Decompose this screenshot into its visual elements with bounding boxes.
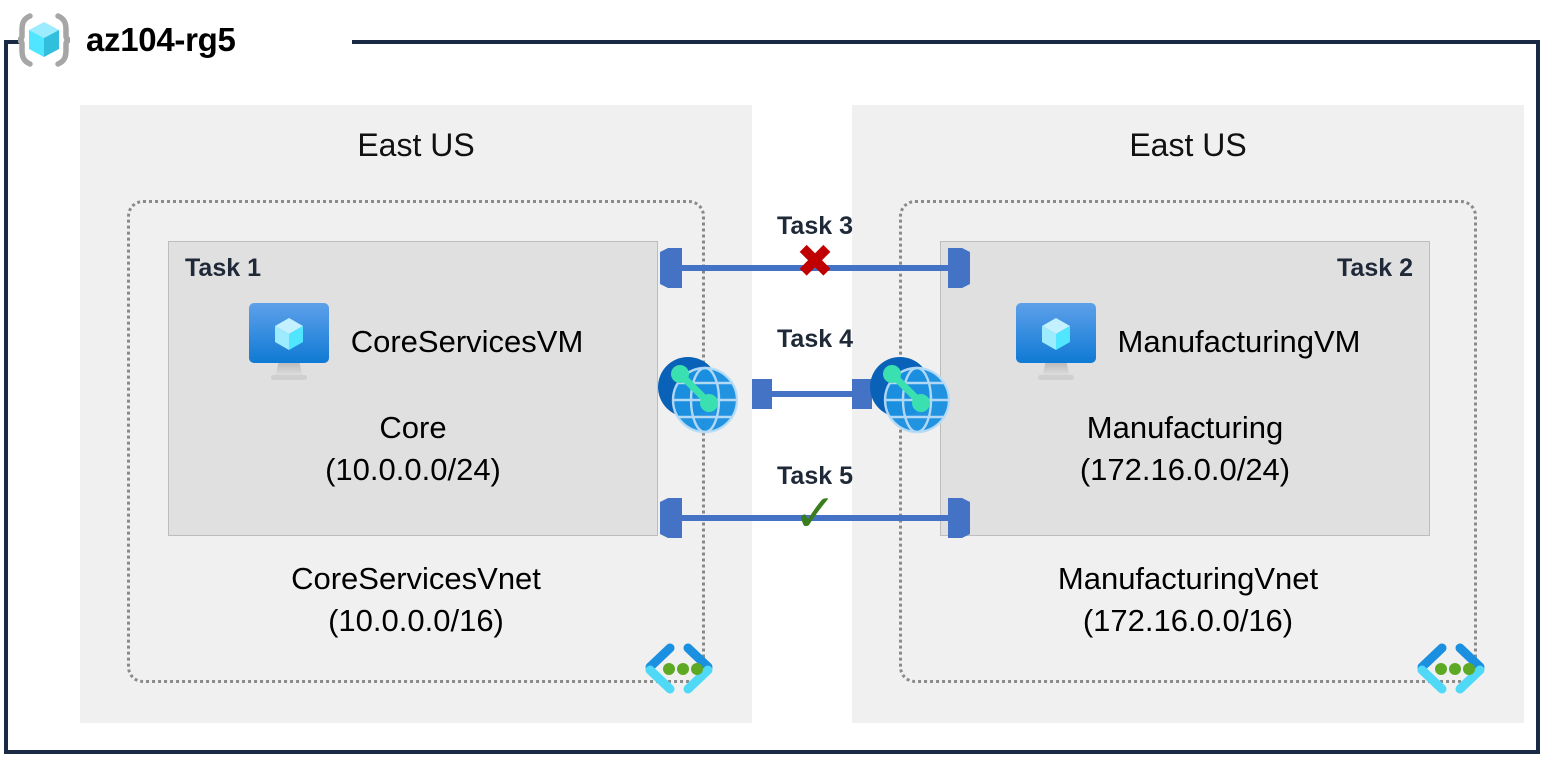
subnet-address-space: (172.16.0.0/24) (1079, 451, 1291, 487)
vnet-name: ManufacturingVnet (1057, 561, 1319, 596)
subnet-label: Manufacturing (172.16.0.0/24) (941, 407, 1429, 491)
virtual-machine-icon (1010, 300, 1102, 384)
red-x-mark: ✖ (795, 235, 835, 287)
task-tag-2: Task 2 (1337, 254, 1413, 282)
vnet-label: CoreServicesVnet (10.0.0.0/16) (130, 558, 702, 642)
region-panel-east-us-left: East US Task 1 (80, 105, 752, 723)
connector-task-3: Task 3 ✖ (660, 212, 970, 302)
subnet-name: Core (379, 410, 447, 445)
connector-task-4: Task 4 (655, 325, 975, 435)
task-tag-1: Task 1 (185, 254, 261, 282)
vnet-peering-icon-right (867, 353, 953, 435)
vnet-coreservicesvnet: Task 1 (127, 200, 713, 694)
double-arrow-task-5 (660, 498, 970, 538)
vnet-peering-icon-left (655, 353, 741, 435)
region-label: East US (1129, 127, 1247, 163)
vnet-manufacturingvnet: Task 2 (899, 200, 1485, 694)
vm-name-label: ManufacturingVM (1117, 324, 1361, 359)
subnet-manufacturing: Task 2 (940, 241, 1430, 536)
frame-header-notch (22, 20, 352, 64)
virtual-network-icon (640, 640, 718, 698)
vnet-address-space: (10.0.0.0/16) (328, 602, 504, 638)
connector-label-task-5: Task 5 (777, 462, 853, 490)
vm-name-label: CoreServicesVM (350, 324, 584, 359)
region-panel-east-us-right: East US Task 2 (852, 105, 1524, 723)
resource-group-header: az104-rg5 (14, 8, 236, 72)
resource-group-icon (14, 10, 74, 70)
vm-row: CoreServicesVM (169, 300, 657, 384)
resource-group-frame (4, 40, 1540, 754)
connector-task-5: Task 5 ✓ (660, 462, 970, 557)
virtual-network-icon (1412, 640, 1490, 698)
green-check-mark: ✓ (793, 485, 837, 543)
resource-group-title: az104-rg5 (86, 21, 236, 58)
subnet-core: Task 1 (168, 241, 658, 536)
connector-label-task-4: Task 4 (777, 325, 853, 353)
vnet-label: ManufacturingVnet (172.16.0.0/16) (902, 558, 1474, 642)
vm-row: ManufacturingVM (941, 300, 1429, 384)
connector-label-task-3: Task 3 (777, 212, 853, 240)
subnet-label: Core (10.0.0.0/24) (169, 407, 657, 491)
vnet-address-space: (172.16.0.0/16) (1082, 602, 1294, 638)
vnet-name: CoreServicesVnet (291, 561, 541, 596)
double-arrow-task-3 (660, 248, 970, 288)
subnet-address-space: (10.0.0.0/24) (325, 451, 501, 487)
region-label: East US (357, 127, 475, 163)
subnet-name: Manufacturing (1086, 410, 1284, 445)
virtual-machine-icon (243, 300, 335, 384)
double-arrow-task-4 (752, 379, 872, 409)
